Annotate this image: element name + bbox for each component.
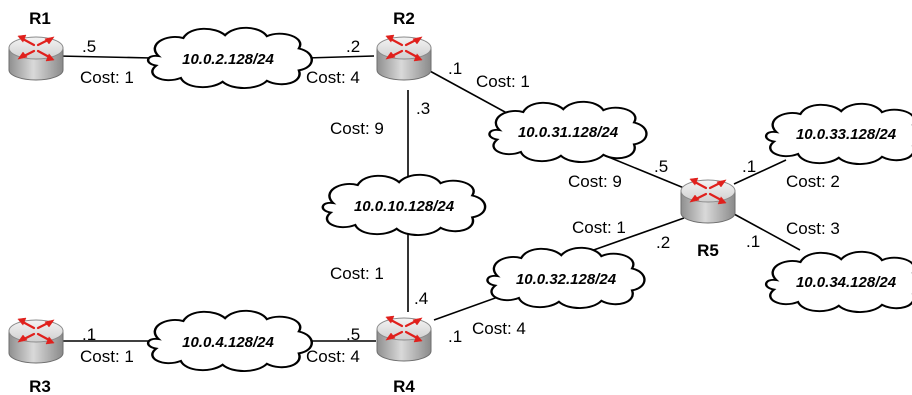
net-label-10.0.33.128: 10.0.33.128/24 bbox=[796, 126, 897, 143]
link-n2-r2 bbox=[305, 55, 375, 59]
cost-r5-n34: Cost: 3 bbox=[786, 219, 840, 238]
cost-r5-n31: Cost: 9 bbox=[568, 172, 622, 191]
iface-r2-n31: .1 bbox=[448, 59, 462, 78]
net-label-10.0.32.128: 10.0.32.128/24 bbox=[516, 271, 617, 288]
link-n31-r5 bbox=[605, 155, 685, 189]
iface-r2-n2: .2 bbox=[346, 37, 360, 56]
cost-r2-n31: Cost: 1 bbox=[476, 72, 530, 91]
iface-r2-n10: .3 bbox=[416, 99, 430, 118]
iface-r5-n31: .5 bbox=[654, 157, 668, 176]
link-r5-n32 bbox=[587, 217, 685, 253]
net-label-10.0.34.128: 10.0.34.128/24 bbox=[796, 274, 897, 291]
router-r1-icon bbox=[7, 33, 65, 82]
router-name-r2: R2 bbox=[393, 9, 415, 28]
link-r2-n31 bbox=[427, 69, 517, 119]
router-r5-icon bbox=[679, 176, 737, 225]
cost-r2-n10: Cost: 9 bbox=[330, 119, 384, 138]
iface-r4-n32: .1 bbox=[448, 327, 462, 346]
net-label-10.0.4.128: 10.0.4.128/24 bbox=[182, 334, 274, 351]
iface-r5-n34: .1 bbox=[746, 232, 760, 251]
router-name-r1: R1 bbox=[29, 9, 51, 28]
link-r1-n2 bbox=[57, 55, 153, 59]
cost-r5-n32: Cost: 1 bbox=[572, 218, 626, 237]
iface-r4-n4: .5 bbox=[346, 325, 360, 344]
net-label-10.0.10.128: 10.0.10.128/24 bbox=[354, 198, 455, 215]
net-label-10.0.2.128: 10.0.2.128/24 bbox=[182, 51, 274, 68]
iface-r5-n32: .2 bbox=[656, 233, 670, 252]
cost-r5-n33: Cost: 2 bbox=[786, 172, 840, 191]
cost-r1-n2: Cost: 1 bbox=[80, 68, 134, 87]
link-r5-n33 bbox=[733, 159, 787, 185]
router-r2-icon bbox=[375, 33, 433, 82]
cost-r4-n4: Cost: 4 bbox=[306, 347, 360, 366]
cost-r2-n2: Cost: 4 bbox=[306, 68, 360, 87]
router-r4-icon bbox=[375, 314, 433, 363]
net-label-10.0.31.128: 10.0.31.128/24 bbox=[518, 124, 619, 141]
iface-r4-n10: .4 bbox=[414, 289, 428, 308]
iface-r5-n33: .1 bbox=[742, 157, 756, 176]
link-r5-n34 bbox=[733, 213, 801, 251]
cost-r4-n32: Cost: 4 bbox=[472, 319, 526, 338]
router-name-r5: R5 bbox=[697, 241, 719, 260]
router-name-r3: R3 bbox=[29, 377, 51, 395]
iface-r1-n2: .5 bbox=[82, 37, 96, 56]
cost-r3-n4: Cost: 1 bbox=[80, 347, 134, 366]
router-r3-icon bbox=[7, 316, 65, 365]
iface-r3-n4: .1 bbox=[82, 325, 96, 344]
router-name-r4: R4 bbox=[393, 377, 415, 395]
cost-r4-n10: Cost: 1 bbox=[330, 264, 384, 283]
